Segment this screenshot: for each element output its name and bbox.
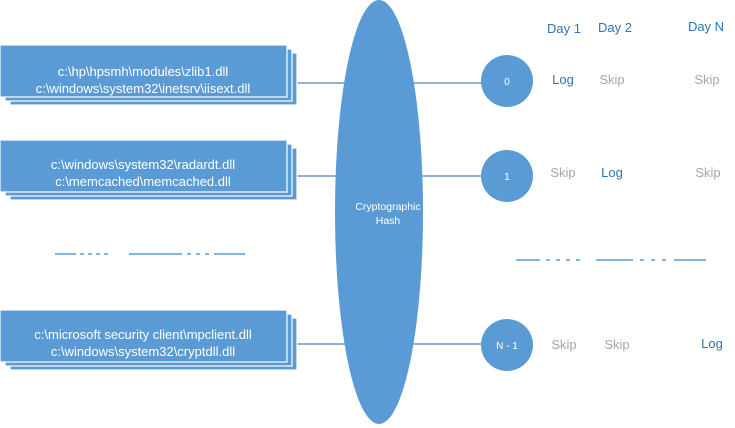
file-path: c:\microsoft security client\mpclient.dl…	[34, 327, 252, 342]
bucket-0: 0	[481, 55, 533, 107]
bucket-circle	[481, 150, 533, 202]
bucket-circle	[481, 319, 533, 371]
stack-card-front	[0, 309, 288, 363]
skip-cell: Skip	[695, 165, 720, 180]
hash-ellipse	[335, 0, 423, 424]
file-stack-2: c:\microsoft security client\mpclient.dl…	[0, 309, 298, 371]
log-cell: Log	[601, 165, 623, 180]
hash-label: Hash	[376, 215, 401, 227]
cryptographic-hash: Cryptographic Hash	[335, 0, 423, 424]
file-stack-0: c:\hp\hpsmh\modules\zlib1.dll c:\windows…	[0, 44, 298, 106]
file-stack-1: c:\windows\system32\radardt.dll c:\memca…	[0, 139, 298, 201]
stack-card-front	[0, 44, 288, 98]
schedule-row-2: Skip Skip Log	[551, 336, 723, 352]
skip-cell: Skip	[599, 72, 624, 87]
schedule-row-1: Skip Log Skip	[550, 165, 720, 180]
file-path: c:\windows\system32\radardt.dll	[51, 157, 235, 172]
file-path: c:\windows\system32\inetsrv\iisext.dll	[36, 81, 251, 96]
day-header: Day 2	[598, 20, 632, 35]
skip-cell: Skip	[550, 165, 575, 180]
file-path: c:\memcached\memcached.dll	[55, 174, 231, 189]
bucket-1: 1	[481, 150, 533, 202]
day-header: Day 1	[547, 21, 581, 36]
bucket-circle	[481, 55, 533, 107]
log-cell: Log	[701, 336, 723, 351]
bucket-label: N - 1	[496, 341, 518, 352]
bucket-label: 0	[504, 77, 510, 88]
skip-cell: Skip	[551, 337, 576, 352]
skip-cell: Skip	[604, 337, 629, 352]
day-header: Day N	[688, 19, 724, 34]
bucket-label: 1	[504, 172, 510, 183]
bucket-2: N - 1	[481, 319, 533, 371]
file-path: c:\hp\hpsmh\modules\zlib1.dll	[58, 64, 229, 79]
stack-card-front	[0, 139, 288, 193]
hash-label: Cryptographic	[355, 201, 420, 213]
file-path: c:\windows\system32\cryptdll.dll	[51, 344, 235, 359]
log-cell: Log	[552, 72, 574, 87]
schedule-row-0: Log Skip Skip	[552, 72, 720, 87]
day-headers: Day 1 Day 2 Day N	[547, 19, 724, 36]
skip-cell: Skip	[694, 72, 719, 87]
